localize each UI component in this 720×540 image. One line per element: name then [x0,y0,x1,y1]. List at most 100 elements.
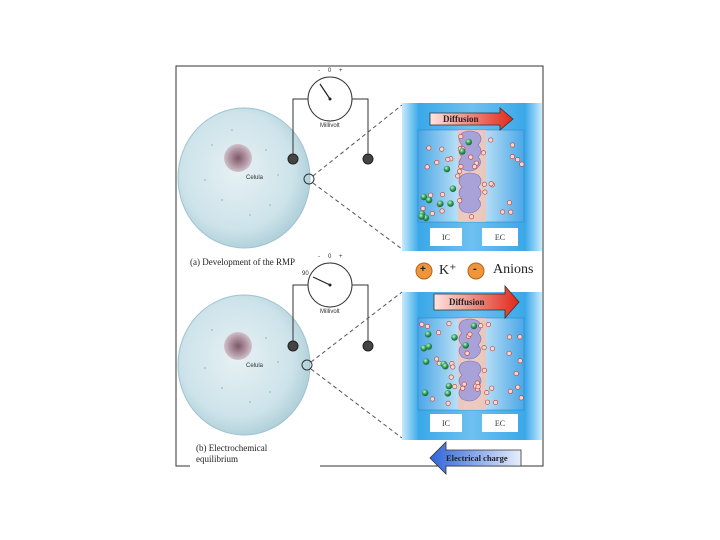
anion-dot [484,399,490,405]
electrical-charge-arrow [429,441,522,475]
anion-dot [467,331,473,337]
wire-left-a [292,98,308,154]
electrical-charge-label: Electrical charge [446,453,508,463]
anion-dot [506,200,512,206]
cation-ball [437,200,444,207]
cation-ball [445,382,453,390]
meter-tick-zero-a: 0 [328,68,332,74]
cation-ball [449,185,457,192]
anion-dot [472,164,478,170]
millivolt-label-b: Millivolt [320,309,340,315]
meter-tick-plus-b: + [339,254,343,260]
anion-dot [460,385,466,391]
cation-ball [425,343,433,350]
anion-dot [507,388,513,394]
anion-dot [481,181,487,187]
cation-ball [451,334,458,341]
anion-dot [489,385,495,391]
ic-label-a: IC [442,233,450,242]
meter-needle-a [319,83,331,100]
anion-dot [445,156,451,162]
ic-label-b: IC [442,419,450,428]
caption-b-line2: equilibrium [196,454,238,464]
cation-ball [470,322,478,330]
anion-dot [493,399,499,405]
anion-dot [508,209,514,215]
cation-ball [425,196,433,204]
anion-dot [518,395,524,401]
anion-dot [488,181,494,187]
wire-right-a [352,98,369,154]
meter-tick-zero-b: 0 [328,254,332,260]
ions-b [419,321,524,406]
legend-anion-symbol: - [473,263,477,275]
anion-dot [499,209,505,215]
cation-ball [462,342,470,349]
meter-tick-minus-b: - [318,254,320,260]
cation-ball [422,358,430,365]
cell-b [177,294,311,436]
diffusion-arrow-a [429,107,514,131]
anion-dot [439,146,445,152]
anion-dot [519,161,525,167]
electrode-inner-a [287,153,299,165]
wire-right-b [352,284,369,341]
meter-tick-plus-a: + [339,68,343,74]
zoom-marker-b [301,359,313,371]
anion-dot [434,160,440,166]
anion-dot [480,150,486,156]
diffusion-label-b: Diffusion [449,297,485,307]
diffusion-arrow-b [433,284,520,320]
cell-label-b: Celula [246,363,264,369]
electrode-inner-b [287,340,299,352]
anion-dot [429,396,435,402]
anion-dot [484,390,490,396]
legend-cation-circle [415,262,433,280]
cation-ball [424,330,432,338]
electrode-outer-b [362,340,374,352]
anion-dot [448,374,454,380]
frame-border [175,65,544,467]
ec-label-a: EC [494,233,506,242]
anion-dot [515,384,521,390]
anion-dot [434,356,440,362]
anion-dot [468,154,474,160]
anion-dot [424,164,430,170]
anion-dot [424,323,430,329]
anion-dot [439,208,445,214]
anion-dot [506,350,512,356]
anion-dot [426,145,432,151]
cation-ball [420,193,428,201]
cell-label-a: Celula [246,175,264,181]
zoom-marker-a [303,173,315,185]
legend-cation-symbol: + [420,264,426,275]
meter-tick-minus-a: - [318,68,320,74]
anion-dot [445,400,451,406]
legend-anion-label: Anions [493,262,534,277]
cation-ball [459,148,466,155]
anion-dot [513,370,519,376]
anion-dot [450,364,456,370]
anion-dot [452,384,458,390]
ec-label-b: EC [494,419,506,428]
anion-dot [515,157,521,163]
anion-dot [517,334,523,340]
ions-a [418,134,525,222]
anion-dot [429,211,435,217]
anion-dot [458,164,464,170]
cation-ball [444,390,452,397]
anion-dot [420,205,426,211]
nucleus-a [224,144,252,172]
cation-ball [418,213,425,220]
anion-dot [517,358,523,364]
anion-dot [457,168,463,174]
cation-ball [447,200,454,207]
millivolt-label-a: Millivolt [320,123,340,129]
cation-ball [442,362,449,370]
cation-ball [465,138,473,146]
legend-anion-circle [467,262,485,280]
anion-dot [468,214,474,220]
electrode-outer-a [362,153,374,165]
